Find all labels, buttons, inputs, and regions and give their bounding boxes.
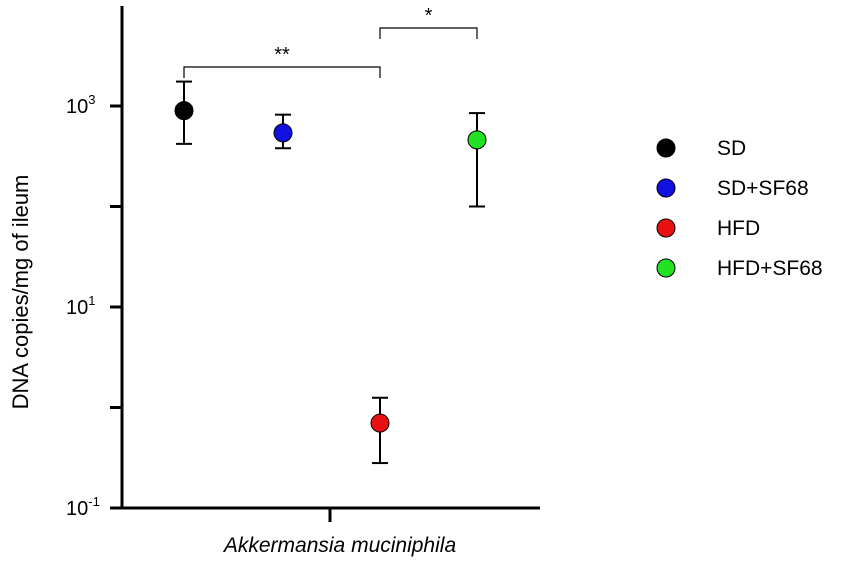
legend-marker bbox=[656, 218, 676, 238]
significance-brackets: *** bbox=[183, 5, 478, 78]
legend-label: SD bbox=[717, 137, 746, 160]
data-points bbox=[174, 80, 487, 465]
y-tick-exponent: 1 bbox=[88, 293, 95, 308]
y-tick-label: 10-1 bbox=[66, 494, 100, 520]
legend-label: HFD+SF68 bbox=[717, 257, 823, 280]
y-tick-label: 101 bbox=[66, 293, 95, 319]
data-point bbox=[174, 101, 194, 121]
legend-marker bbox=[656, 178, 676, 198]
significance-bracket bbox=[379, 27, 478, 39]
data-point bbox=[370, 413, 390, 433]
y-tick-base: 10 bbox=[66, 498, 88, 520]
data-point bbox=[467, 130, 487, 150]
significance-label: * bbox=[425, 5, 433, 27]
legend-marker bbox=[656, 138, 676, 158]
significance-label: ** bbox=[274, 44, 290, 66]
y-tick-label: 103 bbox=[66, 92, 95, 118]
y-tick-exponent: 3 bbox=[88, 92, 95, 107]
legend-marker bbox=[656, 258, 676, 278]
legend-label: SD+SF68 bbox=[717, 177, 809, 200]
significance-bracket bbox=[183, 66, 381, 78]
y-tick-exponent: -1 bbox=[88, 494, 100, 509]
y-axis-label: DNA copies/mg of ileum bbox=[8, 175, 33, 410]
legend-label: HFD bbox=[717, 217, 760, 240]
x-category-label: Akkermansia muciniphila bbox=[222, 534, 456, 557]
data-point bbox=[273, 123, 293, 143]
y-tick-base: 10 bbox=[66, 297, 88, 319]
y-tick-base: 10 bbox=[66, 96, 88, 118]
